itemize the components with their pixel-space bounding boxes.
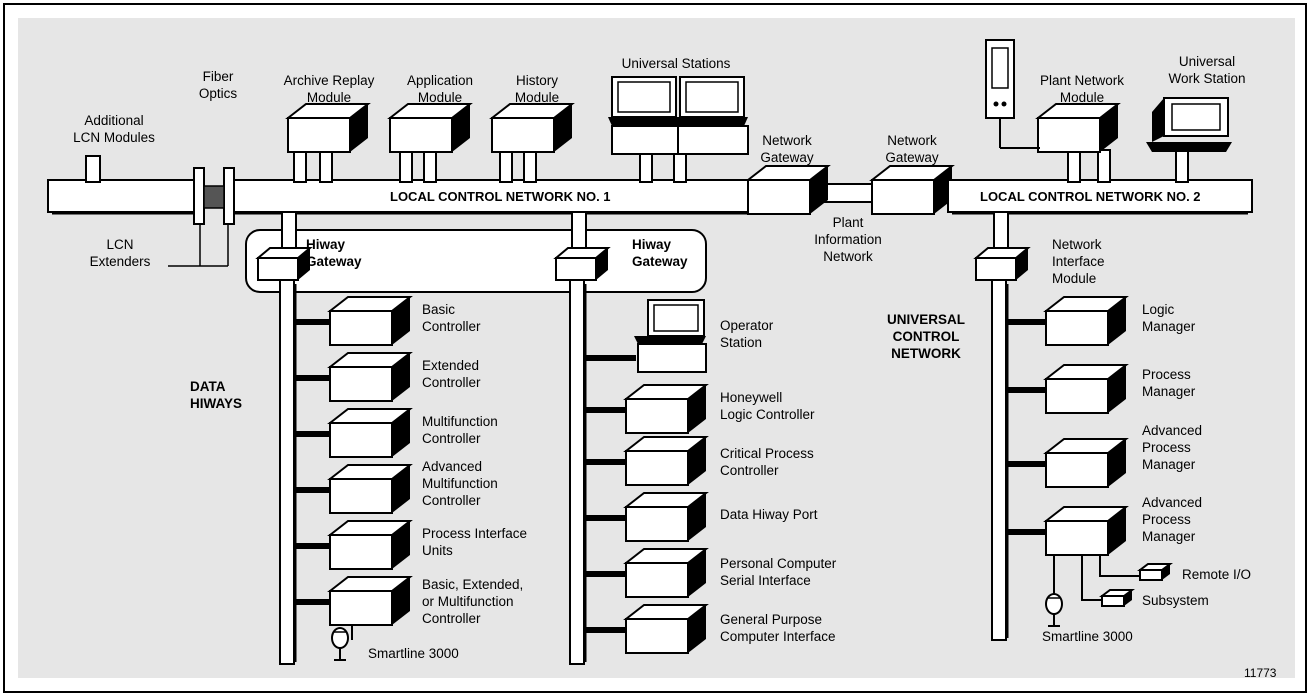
ucn-device-label: Advanced Process Manager <box>1142 495 1203 544</box>
right-device-label: Personal Computer Serial Interface <box>720 556 837 588</box>
hiway-gateway-2-icon <box>555 247 609 281</box>
right-device-label: Data Hiway Port <box>720 507 818 522</box>
ucn-title-label: UNIVERSAL CONTROL NETWORK <box>886 312 966 361</box>
lcn2-label: LOCAL CONTROL NETWORK NO. 2 <box>980 189 1201 204</box>
left-device-label: Basic, Extended, or Multifunction Contro… <box>422 577 524 626</box>
ucn-device-label: Logic Manager <box>1142 302 1196 334</box>
right-device-label: Critical Process Controller <box>720 446 814 478</box>
ucn-bus <box>991 279 1009 641</box>
smartline-right-label: Smartline 3000 <box>1042 629 1133 644</box>
lcn1-label: LOCAL CONTROL NETWORK NO. 1 <box>390 189 611 204</box>
remote-io-label: Remote I/O <box>1182 567 1252 582</box>
application-module-icon <box>389 103 471 153</box>
left-device-label: Multifunction Controller <box>422 414 498 446</box>
network-gateway-2-label: Network Gateway <box>885 133 939 165</box>
universal-work-station-label: Universal Work Station <box>1168 54 1246 86</box>
right-device-label: Honeywell Logic Controller <box>720 390 815 422</box>
history-module-icon <box>491 103 573 153</box>
fiber-optics <box>168 167 235 267</box>
left-device-label: Basic Controller <box>422 302 481 334</box>
figure-frame <box>3 3 1307 693</box>
universal-stations-icon <box>608 76 749 155</box>
data-hiway-2-bus <box>569 279 587 665</box>
network-interface-stub <box>993 211 1009 253</box>
additional-module-stub <box>85 155 101 183</box>
archive-replay-module-label: Archive Replay Module <box>283 73 375 105</box>
smartline-left-label: Smartline 3000 <box>368 646 459 661</box>
hiway-gateway-2-label: Hiway Gateway <box>632 237 688 269</box>
plant-network-module-icon <box>1037 103 1119 153</box>
additional-lcn-modules-label: Additional LCN Modules <box>73 113 155 145</box>
ucn-device-label: Process Manager <box>1142 367 1196 399</box>
data-hiways-label: DATA HIWAYS <box>190 379 243 411</box>
hiway-gateway-1-icon <box>257 247 311 281</box>
operator-station-label: Operator Station <box>720 318 774 350</box>
universal-work-station-icon <box>1146 97 1232 152</box>
network-gateway-2-icon <box>871 165 953 215</box>
application-module-label: Application Module <box>406 73 474 105</box>
right-device-label: General Purpose Computer Interface <box>720 612 836 644</box>
left-device-label: Process Interface Units <box>422 526 528 558</box>
network-gateway-1-label: Network Gateway <box>760 133 814 165</box>
hiway-gateway-1-label: Hiway Gateway <box>306 237 362 269</box>
left-device-label: Extended Controller <box>422 358 481 390</box>
network-interface-module-icon <box>975 247 1029 281</box>
network-interface-module-label: Network Interface Module <box>1052 237 1105 286</box>
hiway-gateway-1-stub <box>281 211 297 253</box>
lcn-extenders-label: LCN Extenders <box>89 237 151 269</box>
left-hiway-devices <box>296 296 411 661</box>
subsystem-label: Subsystem <box>1142 593 1209 608</box>
plant-network-module-label: Plant Network Module <box>1039 73 1125 105</box>
lcn2-stubs <box>1067 149 1189 183</box>
ucn-devices <box>1008 296 1171 627</box>
universal-stations-label: Universal Stations <box>621 56 731 71</box>
plant-information-network-label: Plant Information Network <box>814 215 882 264</box>
network-gateway-1-icon <box>747 165 829 215</box>
history-module-label: History Module <box>514 73 560 105</box>
right-hiway-devices <box>586 384 707 654</box>
figure-number: 11773 <box>1244 666 1277 680</box>
data-hiway-1-bus <box>279 279 297 665</box>
lcn1-bus <box>47 179 761 215</box>
fiber-optics-label: Fiber Optics <box>198 69 238 101</box>
archive-replay-module-icon <box>287 103 369 153</box>
ucn-device-label: Advanced Process Manager <box>1142 423 1203 472</box>
handheld-terminal-icon <box>985 39 1040 149</box>
operator-station-icon <box>586 299 707 373</box>
left-device-label: Advanced Multifunction Controller <box>422 459 498 508</box>
hiway-gateway-2-stub <box>571 211 587 253</box>
